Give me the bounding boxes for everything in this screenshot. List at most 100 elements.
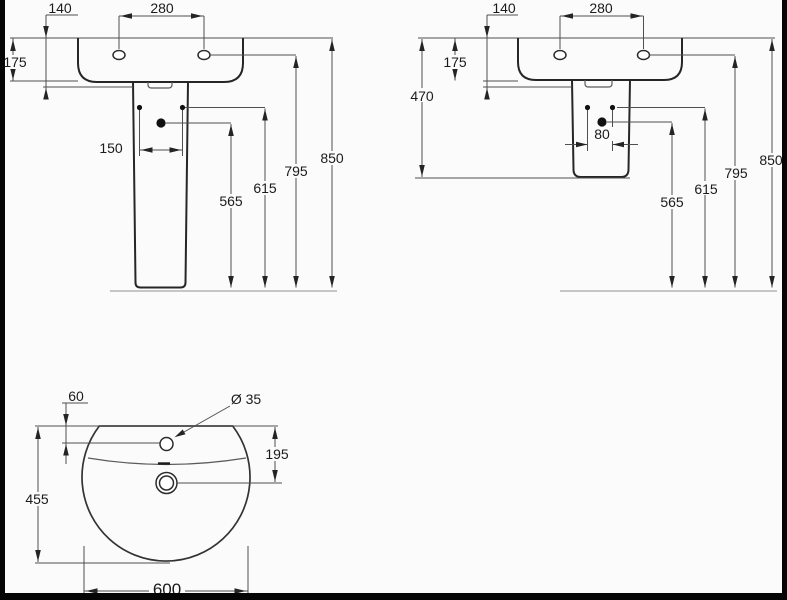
- dim-label: 80: [594, 126, 610, 142]
- dim-label: 795: [284, 163, 308, 179]
- arrowhead-up-icon: [43, 88, 49, 100]
- view-front-full-pedestal: 140 280 175 150: [1, 0, 347, 292]
- label-bg: [722, 166, 751, 180]
- arrowhead-up-icon: [484, 88, 490, 100]
- dim-455: 455: [23, 427, 170, 564]
- dim-600: 600: [83, 546, 249, 599]
- dim-60: 60: [62, 388, 88, 464]
- dim-795: 795: [210, 54, 311, 288]
- dim-280: 280: [118, 0, 205, 49]
- dim-label: 795: [724, 165, 748, 181]
- arrowhead-right-icon: [576, 141, 588, 148]
- arrowhead-up-icon: [228, 124, 234, 136]
- arrowhead-up-icon: [419, 39, 425, 51]
- label-bg: [317, 151, 347, 165]
- label-bg: [590, 127, 615, 141]
- label-bg: [1, 55, 29, 69]
- dim-diameter-35: Ø 35: [174, 391, 261, 438]
- drain-cover-detail: [584, 80, 613, 88]
- label-bg: [757, 153, 786, 167]
- dim-615: 615: [617, 107, 721, 288]
- dim-175: 175: [441, 38, 518, 82]
- basin-outline: [77, 38, 244, 83]
- dim-175: 175: [1, 38, 78, 82]
- dim-150: 150: [99, 110, 183, 156]
- fixing-hole-dot-right: [609, 104, 616, 111]
- label-bg: [281, 164, 311, 178]
- view-front-semi-pedestal: 140 280 175 470: [407, 0, 786, 292]
- siphon-hole-dot: [156, 118, 166, 128]
- dim-label: 565: [660, 194, 684, 210]
- arrowhead-up-icon: [452, 39, 458, 51]
- arrowhead-down-icon: [293, 276, 299, 288]
- border-bar-bottom: [0, 593, 787, 600]
- arrowhead-left-icon: [561, 13, 573, 19]
- arrowhead-left-icon: [86, 588, 98, 594]
- dim-label: 280: [150, 0, 174, 16]
- dim-470: 470: [407, 39, 630, 179]
- label-bg: [441, 55, 469, 69]
- dim-label: 850: [759, 152, 783, 168]
- label-bg: [149, 580, 185, 596]
- pedestal-outline: [132, 81, 189, 289]
- tap-hole: [159, 436, 174, 452]
- label-bg: [262, 447, 292, 461]
- label-bg: [216, 194, 246, 208]
- dim-280: 280: [559, 0, 644, 49]
- dim-195: 195: [177, 427, 292, 484]
- dim-label: 60: [68, 388, 84, 404]
- siphon-hole-dot: [597, 117, 607, 127]
- arrowhead-down-icon: [228, 276, 234, 288]
- label-bg: [658, 195, 687, 209]
- tap-hole-left: [112, 49, 126, 61]
- arrowhead-right-icon: [169, 147, 181, 153]
- arrowhead-down-icon: [452, 68, 458, 80]
- dim-615: 615: [185, 107, 280, 288]
- basin-outline: [517, 38, 683, 81]
- leader-line: [183, 405, 231, 433]
- dim-label: 565: [219, 193, 243, 209]
- dim-label: 470: [410, 88, 434, 104]
- dim-label: 850: [320, 150, 344, 166]
- arrowhead-leader-icon: [174, 429, 186, 438]
- arrowhead-up-icon: [769, 39, 775, 51]
- fixing-hole-dot-left: [584, 104, 591, 111]
- arrowhead-down-icon: [10, 68, 16, 80]
- tap-hole-left: [553, 49, 567, 61]
- arrowhead-up-icon: [63, 444, 69, 456]
- arrowhead-left-icon: [141, 147, 153, 153]
- arrowhead-down-icon: [732, 276, 738, 288]
- drain-cover-detail: [147, 82, 173, 89]
- arrowhead-left-icon: [120, 13, 132, 19]
- dim-label: 615: [694, 181, 718, 197]
- arrowhead-down-icon: [262, 276, 268, 288]
- dim-label: 280: [589, 0, 613, 16]
- arrowhead-down-icon: [484, 26, 490, 38]
- arrowhead-down-icon: [702, 276, 708, 288]
- semi-pedestal-outline: [571, 79, 631, 178]
- arrowhead-right-icon: [234, 588, 246, 594]
- tap-hole-right: [197, 49, 211, 61]
- arrowhead-up-icon: [293, 56, 299, 68]
- arrowhead-up-icon: [329, 39, 335, 51]
- arrowhead-down-icon: [419, 165, 425, 177]
- tap-hole-right: [636, 49, 651, 61]
- arrowhead-up-icon: [732, 56, 738, 68]
- dim-565: 565: [165, 122, 246, 288]
- dim-label: 615: [253, 180, 277, 196]
- arrowhead-up-icon: [262, 109, 268, 121]
- border-bar-right: [782, 0, 787, 600]
- arrowhead-down-icon: [669, 276, 675, 288]
- arrowhead-down-icon: [769, 276, 775, 288]
- dim-795: 795: [649, 54, 751, 288]
- fixing-hole-dot-right: [179, 104, 186, 111]
- dim-850: 850: [757, 39, 786, 288]
- dim-label: 455: [25, 491, 49, 507]
- dim-label: 150: [99, 140, 123, 156]
- label-bg: [692, 181, 721, 195]
- dim-label: 175: [443, 54, 467, 70]
- arrowhead-up-icon: [35, 427, 41, 439]
- label-bg: [407, 88, 437, 102]
- arrowhead-up-icon: [272, 427, 278, 439]
